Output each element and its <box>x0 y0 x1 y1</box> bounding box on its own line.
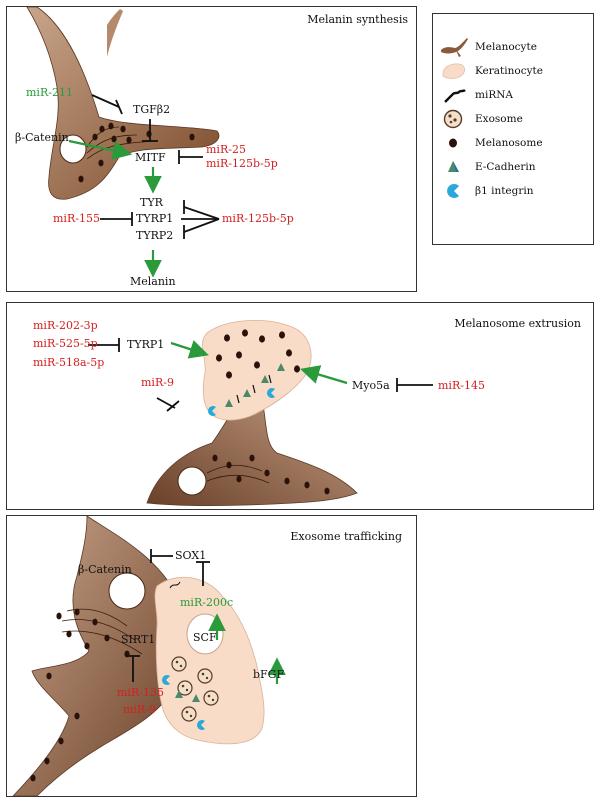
melanocyte-icon <box>439 36 469 58</box>
synthesis-diagram <box>26 6 220 278</box>
keratinocyte-icon <box>439 60 469 82</box>
mir-9-label: miR-9 <box>123 703 156 716</box>
legend-item-beta1-integrin: β1 integrin <box>439 180 534 202</box>
trafficking-diagram <box>12 515 286 797</box>
legend-item-melanocyte: Melanocyte <box>439 36 537 58</box>
tgfb2-label: TGFβ2 <box>133 103 171 116</box>
bfgf-label: bFGF <box>253 668 285 681</box>
mir-211-label: miR-211 <box>26 86 73 99</box>
mir-125b-label-top: miR-125b-5p <box>206 157 278 170</box>
tyrp1-label: TYRP1 <box>127 338 165 351</box>
exosome-icon <box>439 108 469 130</box>
panel-title-trafficking: Exosome trafficking <box>290 530 402 543</box>
legend-label: Keratinocyte <box>475 65 543 77</box>
panel-title-synthesis: Melanin synthesis <box>307 13 408 26</box>
keratinocyte-shape <box>154 577 265 745</box>
legend-item-e-cadherin: E-Cadherin <box>439 156 536 178</box>
melanin-label: Melanin <box>130 275 176 288</box>
legend-label: Exosome <box>475 113 523 125</box>
panel-title-extrusion: Melanosome extrusion <box>454 317 581 330</box>
legend-label: miRNA <box>475 89 513 101</box>
melanosome-icon <box>439 132 469 154</box>
mir-9-label: miR-9 <box>141 376 174 389</box>
mir-155-label: miR-155 <box>53 212 100 225</box>
panel-melanin-synthesis: Melanin synthesis miR-211 TGFβ2 β-Cateni… <box>6 6 417 292</box>
legend-label: Melanocyte <box>475 41 537 53</box>
mitf-label: MITF <box>135 151 166 164</box>
legend-label: E-Cadherin <box>475 161 536 173</box>
mir-125b-label-bottom: miR-125b-5p <box>222 212 294 225</box>
mir-135-label: miR-135 <box>117 686 164 699</box>
mir-525-label: miR-525-5p <box>33 337 98 350</box>
sirt1-label: SIRT1 <box>121 633 156 646</box>
melanocyte-shape <box>26 6 220 200</box>
extrusion-diagram <box>88 320 433 506</box>
e-cadherin-icon <box>439 156 469 178</box>
beta-catenin-label: β-Catenin <box>15 131 69 144</box>
panel-exosome-trafficking: Exosome trafficking SOX1 β-Catenin miR-2… <box>6 515 417 797</box>
mirna-icon <box>439 84 469 106</box>
legend-box: Melanocyte Keratinocyte miRNA Exosome Me… <box>432 13 594 245</box>
scf-label: SCF <box>193 631 217 644</box>
legend-label: β1 integrin <box>475 185 534 197</box>
mir-202-label: miR-202-3p <box>33 319 98 332</box>
panel-melanosome-extrusion: Melanosome extrusion miR-202-3p miR-525-… <box>6 302 594 510</box>
keratinocyte-shape <box>202 320 312 421</box>
legend-item-keratinocyte: Keratinocyte <box>439 60 543 82</box>
legend-item-melanosome: Melanosome <box>439 132 543 154</box>
myo5a-label: Myo5a <box>352 379 390 392</box>
mir-200c-label: miR-200c <box>180 596 234 609</box>
legend-label: Melanosome <box>475 137 543 149</box>
mir-518-label: miR-518a-5p <box>33 356 105 369</box>
tyrp1-label: TYRP1 <box>136 212 174 225</box>
mir-145-label: miR-145 <box>438 379 485 392</box>
legend-item-mirna: miRNA <box>439 84 513 106</box>
beta-catenin-label: β-Catenin <box>78 563 132 576</box>
tyr-label: TYR <box>140 196 163 209</box>
legend-item-exosome: Exosome <box>439 108 523 130</box>
tyrp2-label: TYRP2 <box>136 229 174 242</box>
sox1-label: SOX1 <box>175 549 207 562</box>
beta1-integrin-icon <box>439 180 469 202</box>
mir-25-label: miR-25 <box>206 143 246 156</box>
